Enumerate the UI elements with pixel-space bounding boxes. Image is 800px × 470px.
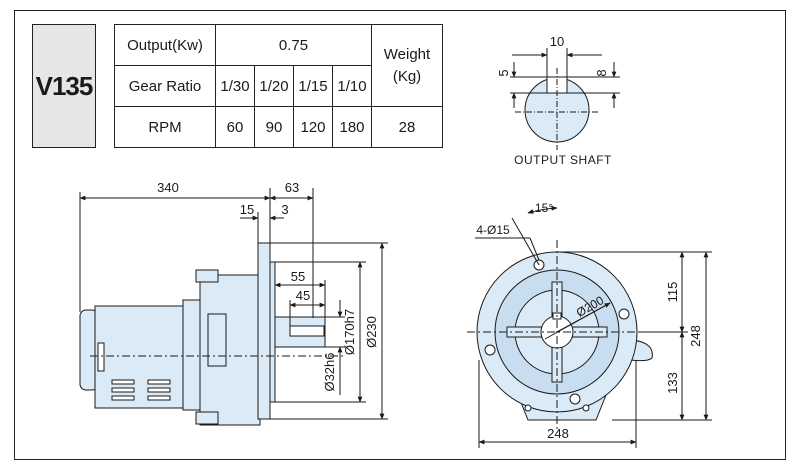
gearbox-rib-top [195,269,219,283]
gear-ratio-cell: 1/10 [332,65,372,107]
spec-table: Output(Kw) 0.75 Weight (Kg) Gear Ratio 1… [114,24,443,148]
shaft-dim-left: 5 [496,69,511,76]
dim-angle: 15° [535,201,553,215]
terminal-box [97,342,105,372]
gearbox-rib-bottom [195,411,219,425]
rpm-cell: 180 [332,106,372,148]
model-number: V135 [35,70,94,101]
output-value: 0.75 [215,24,372,66]
shaft-dim-right: 8 [594,69,609,76]
dim-holes: 4-Ø15 [476,223,510,237]
motor-body [94,305,191,409]
rpm-label: RPM [114,106,216,148]
drawing-frame [14,10,786,460]
dim-total-length: 340 [157,180,179,195]
dim-3: 3 [281,202,288,217]
dim-total-height: 248 [688,325,703,347]
front-view [476,251,653,421]
side-view [79,242,326,426]
rpm-cell: 90 [254,106,294,148]
output-shaft-detail [510,48,620,150]
shaft-keyway [289,325,325,337]
dim-55: 55 [291,269,305,284]
weight-value: 28 [371,106,443,148]
flange-pilot [269,261,276,403]
shaft-dim-width: 10 [550,34,564,49]
gear-ratio-cell: 1/30 [215,65,255,107]
dim-flange-to-shaft: 63 [285,180,299,195]
dim-flange-dia: Ø230 [364,316,379,348]
mounting-holes [484,259,630,412]
dim-15: 15 [240,202,254,217]
dim-pilot-dia: Ø170h7 [342,309,357,355]
dim-45: 45 [296,288,310,303]
output-shaft-title: OUTPUT SHAFT [514,153,612,167]
mounting-flange [257,242,271,420]
front-view-dimensions [467,205,712,448]
dim-top: 115 [665,282,680,303]
dim-bottom: 133 [665,372,680,394]
gearbox-boss [207,313,227,367]
weight-label: Weight (Kg) [371,24,443,107]
dim-shaft-dia: Ø32h6 [322,352,337,391]
model-badge: V135 [32,24,96,148]
side-view-dimensions [79,188,388,420]
output-label: Output(Kw) [114,24,216,66]
dim-total-width: 248 [547,426,569,441]
